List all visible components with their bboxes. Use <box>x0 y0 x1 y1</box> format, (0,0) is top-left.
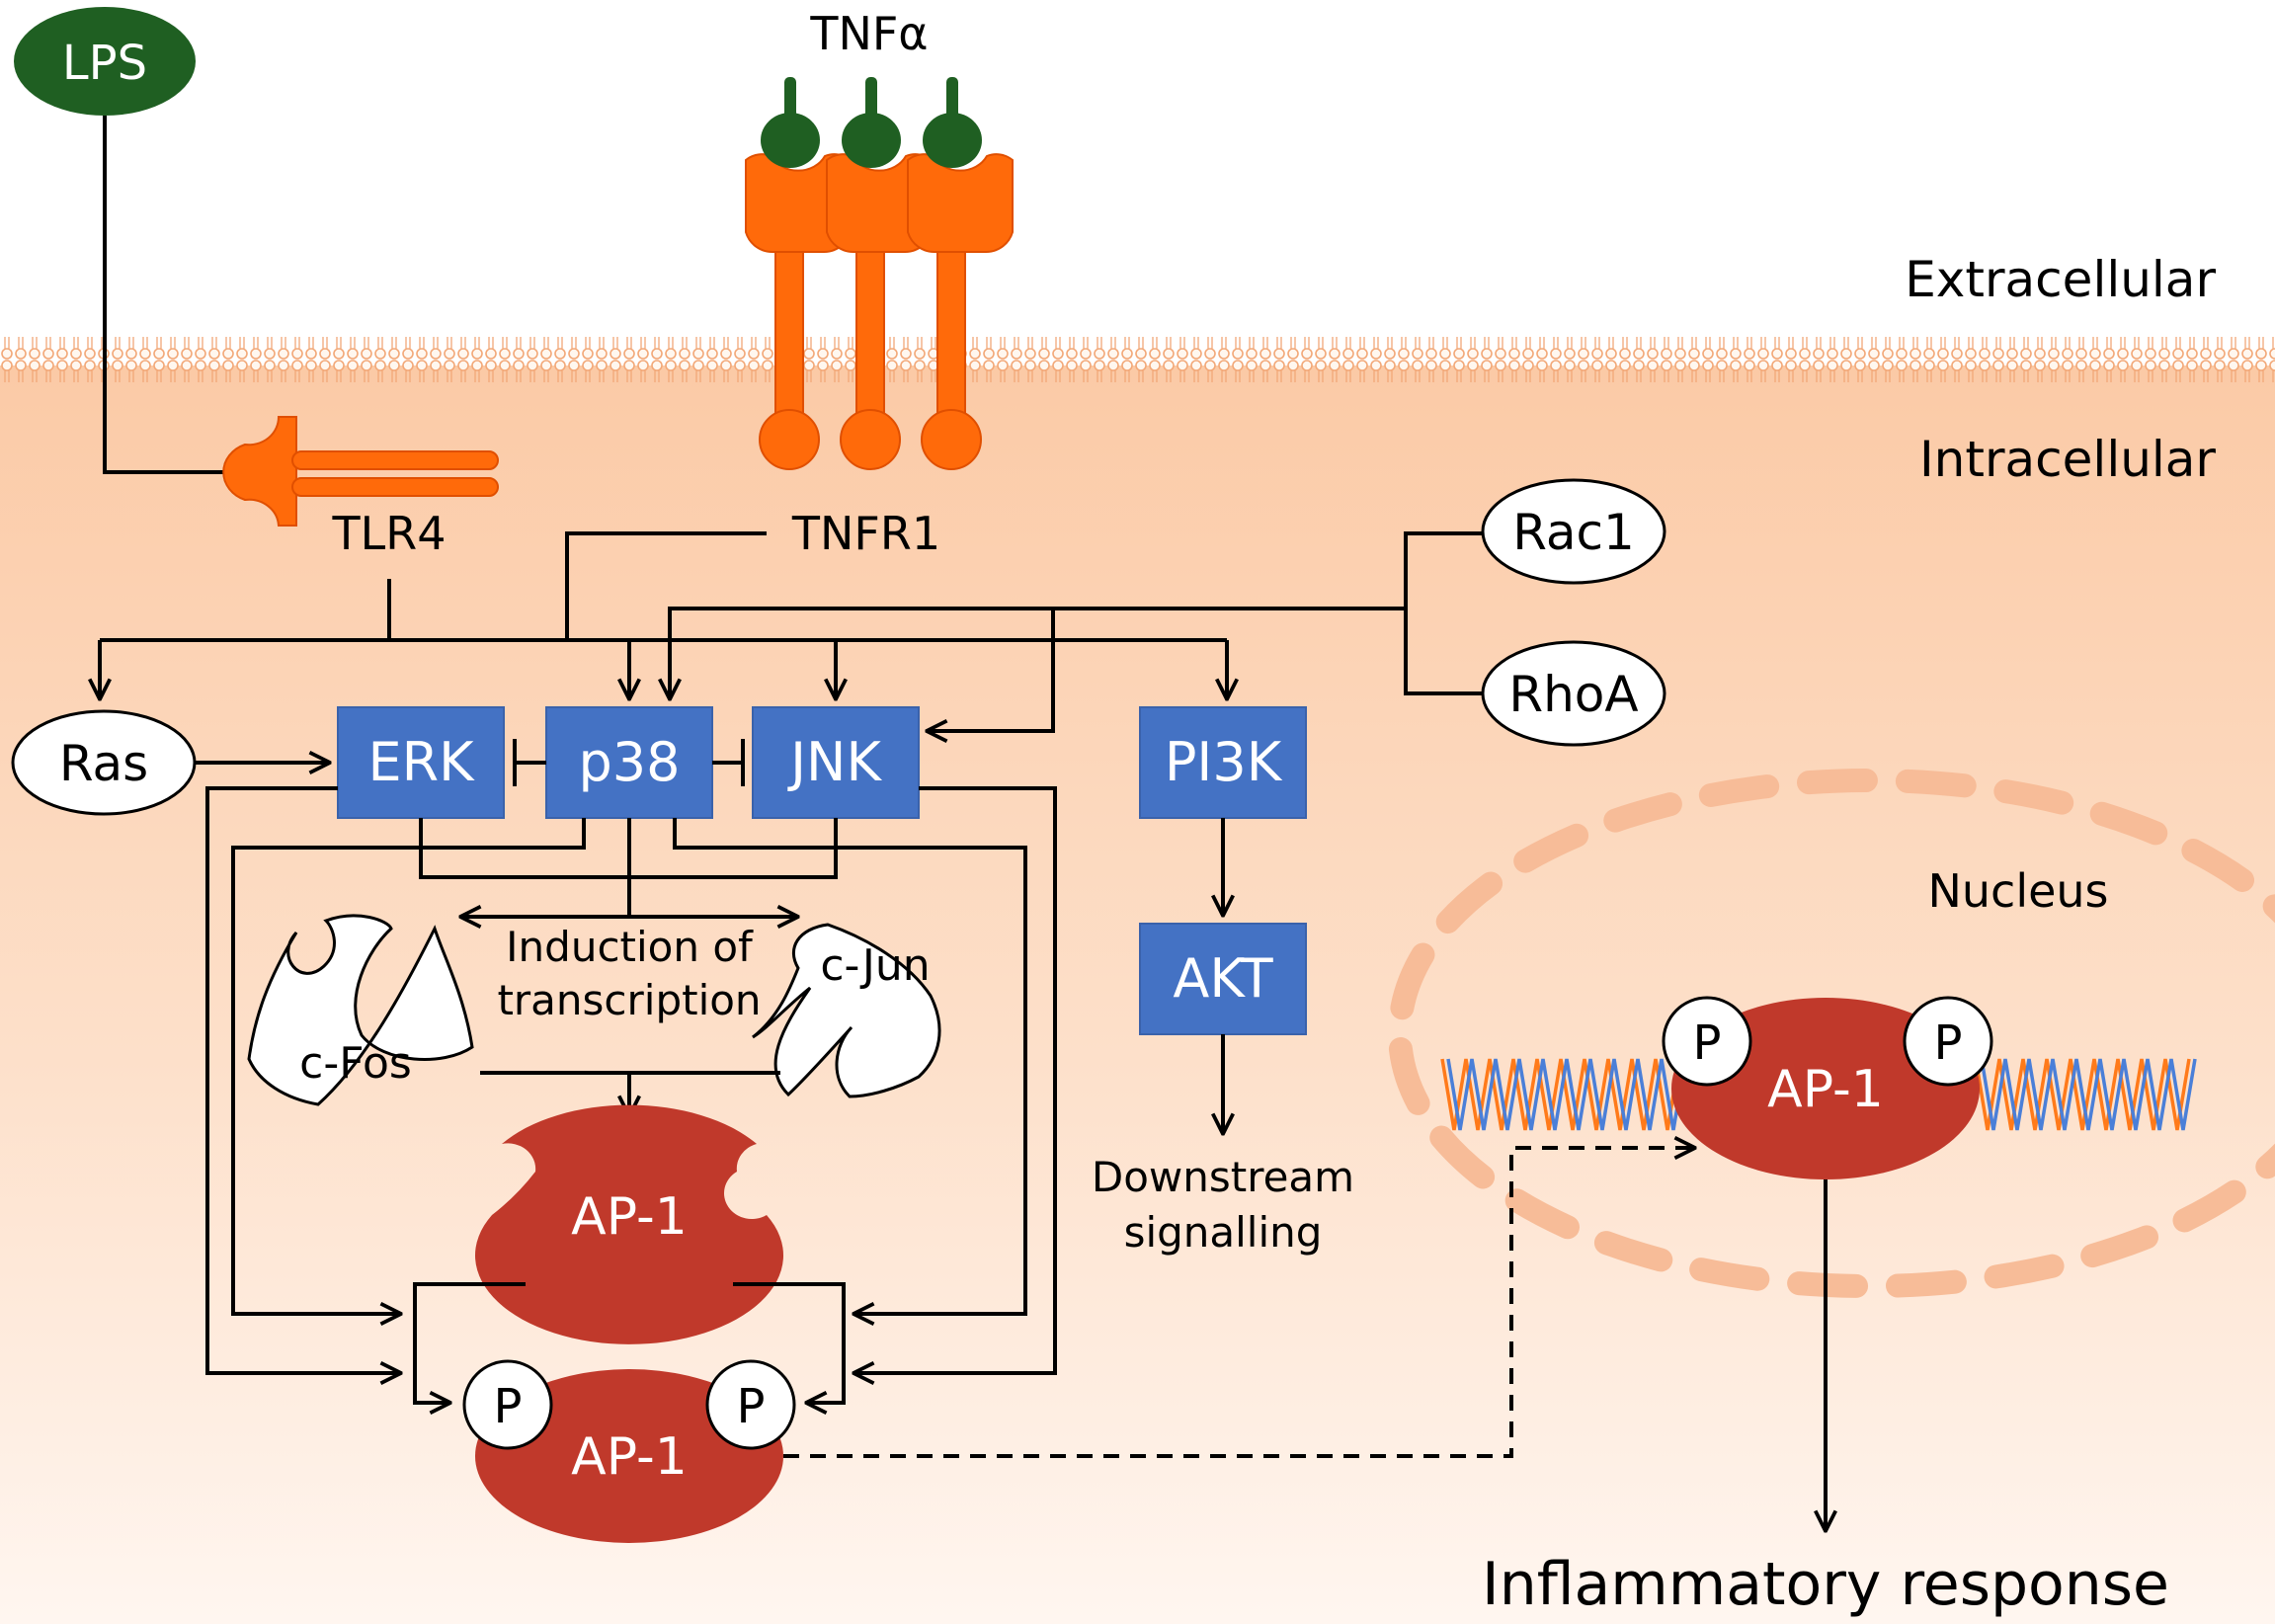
cfos-label: c-Fos <box>299 1038 412 1089</box>
jnk-label: JNK <box>787 731 882 793</box>
tnfr1-label: TNFR1 <box>791 507 940 560</box>
cjun-label: c-Jun <box>820 940 930 991</box>
tnfr1-receptor-icon <box>745 153 1014 470</box>
phospho-left-badge <box>462 1359 553 1450</box>
nuclear-ap1-label: AP-1 <box>1767 1060 1884 1119</box>
ras-label: Ras <box>59 735 148 792</box>
cell-membrane <box>0 334 2275 385</box>
upstream-connectors <box>100 531 1483 731</box>
nuclear-phospho-right-badge <box>1903 996 1993 1087</box>
p38-inhibits-erk <box>513 739 546 786</box>
phospho-right-label: P <box>737 1379 766 1434</box>
nuclear-phospho-left-badge <box>1662 996 1752 1087</box>
tlr4-label: TLR4 <box>332 507 447 560</box>
downstream-label-line1: Downstream <box>1092 1153 1354 1201</box>
rac1-label: Rac1 <box>1512 504 1635 561</box>
induction-label-line1: Induction of <box>506 923 754 971</box>
tlr4-receptor-icon <box>222 416 499 527</box>
cfos-subunit-icon <box>247 914 474 1106</box>
p38-node <box>545 706 713 819</box>
tnfa-label: TNFα <box>809 7 928 60</box>
nuclear-phospho-left-label: P <box>1693 1015 1722 1071</box>
ap1-complex-node <box>475 1104 784 1344</box>
downstream-label-line2: signalling <box>1124 1208 1323 1257</box>
p38-label: p38 <box>579 731 681 793</box>
translocation-arrow <box>783 1148 1695 1458</box>
nucleus-label: Nucleus <box>1927 864 2108 918</box>
extracellular-label: Extracellular <box>1905 251 2216 308</box>
cjun-subunit-icon <box>752 923 941 1098</box>
p38-inhibits-jnk <box>712 739 745 786</box>
induction-label-line2: transcription <box>497 976 761 1024</box>
dna-helix-icon <box>1440 1058 2197 1131</box>
intracellular-label: Intracellular <box>1919 431 2216 488</box>
tnfa-ligand-icon <box>761 77 982 168</box>
lps-label: LPS <box>62 36 147 91</box>
cytoplasm-region <box>0 365 2275 1624</box>
akt-node <box>1139 923 1307 1035</box>
ap1-label: AP-1 <box>571 1187 688 1247</box>
nuclear-phospho-right-label: P <box>1934 1015 1963 1071</box>
lps-to-tlr4-arrow <box>103 116 245 472</box>
phospho-right-badge <box>705 1359 796 1450</box>
erk-node <box>337 706 505 819</box>
phosphorylation-connectors <box>205 786 1057 1403</box>
rhoa-label: RhoA <box>1508 666 1638 723</box>
phospho-left-label: P <box>494 1379 523 1434</box>
phospho-ap1-node <box>475 1369 783 1543</box>
erk-label: ERK <box>367 731 475 793</box>
nucleus-boundary <box>1388 769 2275 1298</box>
jnk-node <box>752 706 920 819</box>
pi3k-node <box>1139 706 1307 819</box>
pi3k-label: PI3K <box>1165 731 1283 793</box>
akt-label: AKT <box>1173 947 1273 1010</box>
inflammatory-response-label: Inflammatory response <box>1482 1550 2169 1619</box>
phospho-ap1-label: AP-1 <box>571 1427 688 1487</box>
lps-node <box>14 7 196 116</box>
